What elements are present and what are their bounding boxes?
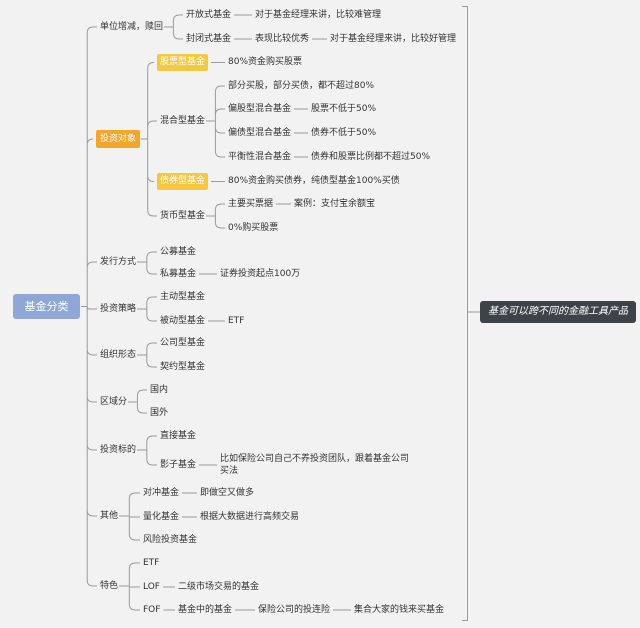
branch-region: 区域分 — [100, 397, 128, 407]
branch-issuance-method: 发行方式 — [100, 257, 137, 267]
note-closed-end-performance: 表现比较优秀 — [255, 34, 310, 44]
topic-direct-fund: 直接基金 — [160, 431, 197, 441]
topic-closed-end-fund: 封闭式基金 — [186, 34, 232, 44]
branch-connector — [137, 296, 157, 322]
topic-private-fund: 私募基金 — [160, 269, 197, 279]
note-fof-fund-of-funds: 基金中的基金 — [178, 605, 233, 615]
topic-active-fund: 主动型基金 — [160, 292, 206, 302]
note-money-market-example: 案例：支付宝余额宝 — [294, 199, 376, 209]
topic-corporate-fund: 公司型基金 — [160, 338, 206, 348]
note-open-end-hard-to-manage: 对于基金经理来讲，比较难管理 — [255, 10, 382, 20]
note-private-fund-threshold: 证券投资起点100万 — [220, 269, 301, 279]
topic-contractual-fund: 契约型基金 — [160, 362, 206, 372]
branch-investment-underlying: 投资标的 — [100, 445, 137, 455]
topic-hybrid-fund: 混合型基金 — [160, 116, 206, 126]
note-bond-fund-80-percent: 80%资金购买债券，纯债型基金100%买债 — [228, 176, 400, 186]
note-balanced-max-50: 债券和股票比例都不超过50% — [311, 152, 431, 162]
branch-connector — [119, 562, 140, 611]
topic-passive-fund: 被动型基金 — [160, 316, 206, 326]
note-lof-secondary-market: 二级市场交易的基金 — [178, 582, 260, 592]
summary-callout: 基金可以跨不同的金融工具产品 — [480, 301, 636, 323]
note-money-market-bills: 主要买票据 — [228, 199, 274, 209]
note-quant-high-frequency: 根据大数据进行高频交易 — [200, 512, 300, 522]
branch-connector — [128, 389, 147, 414]
note-hybrid-partial-mix: 部分买股，部分买债，都不超过80% — [228, 81, 375, 91]
topic-balanced-hybrid: 平衡性混合基金 — [228, 152, 292, 162]
topic-bond-fund: 债券型基金 — [157, 173, 209, 190]
branch-connector — [141, 62, 157, 217]
branch-investment-target: 投资对象 — [96, 130, 141, 148]
note-shadow-fund-example: 比如保险公司自己不养投资团队，跟着基金公司买法 — [220, 454, 410, 476]
topic-stock-fund: 股票型基金 — [157, 54, 209, 71]
branch-connector — [81, 26, 97, 587]
branch-organization-form: 组织形态 — [100, 350, 137, 360]
topic-hedge-fund: 对冲基金 — [143, 488, 180, 498]
branch-other: 其他 — [100, 511, 119, 521]
branch-connector — [137, 342, 157, 368]
note-fof-pooled-money: 集合大家的钱来买基金 — [354, 605, 445, 615]
topic-equity-biased-hybrid: 偏股型混合基金 — [228, 104, 292, 114]
root-topic: 基金分类 — [13, 294, 80, 319]
branch-connector — [164, 14, 183, 40]
topic-fof: FOF — [143, 605, 161, 615]
topic-domestic: 国内 — [150, 385, 169, 395]
note-stock-fund-80-percent: 80%资金购买股票 — [228, 57, 303, 67]
branch-connector — [119, 492, 140, 541]
note-equity-min-50: 股票不低于50% — [311, 104, 377, 114]
topic-overseas: 国外 — [150, 408, 169, 418]
branch-features: 特色 — [100, 581, 119, 591]
topic-money-market-fund: 货币型基金 — [160, 211, 206, 221]
branch-connector — [206, 203, 225, 229]
note-bond-min-50: 债券不低于50% — [311, 128, 377, 138]
topic-public-fund: 公募基金 — [160, 247, 197, 257]
branch-connectors — [81, 14, 351, 611]
topic-etf: ETF — [143, 558, 160, 568]
branch-investment-strategy: 投资策略 — [100, 304, 137, 314]
topic-open-end-fund: 开放式基金 — [186, 10, 232, 20]
branch-connector — [137, 435, 157, 466]
topic-bond-biased-hybrid: 偏债型混合基金 — [228, 128, 292, 138]
topic-shadow-fund: 影子基金 — [160, 460, 197, 470]
branch-unit-change-redemption: 单位增减，赎回 — [100, 22, 164, 32]
topic-lof: LOF — [143, 582, 160, 592]
note-fof-insurance-linked: 保险公司的投连险 — [258, 605, 331, 615]
note-hedge-long-short: 即做空又做多 — [200, 488, 255, 498]
note-money-market-no-stocks: 0%购买股票 — [228, 223, 279, 233]
summary-bracket — [462, 6, 468, 621]
topic-venture-capital-fund: 风险投资基金 — [143, 535, 198, 545]
branch-connector — [137, 251, 157, 275]
branch-connector — [206, 85, 225, 158]
note-passive-etf: ETF — [228, 316, 245, 326]
note-closed-end-easy-to-manage: 对于基金经理来讲，比较好管理 — [330, 34, 457, 44]
topic-quant-fund: 量化基金 — [143, 512, 180, 522]
